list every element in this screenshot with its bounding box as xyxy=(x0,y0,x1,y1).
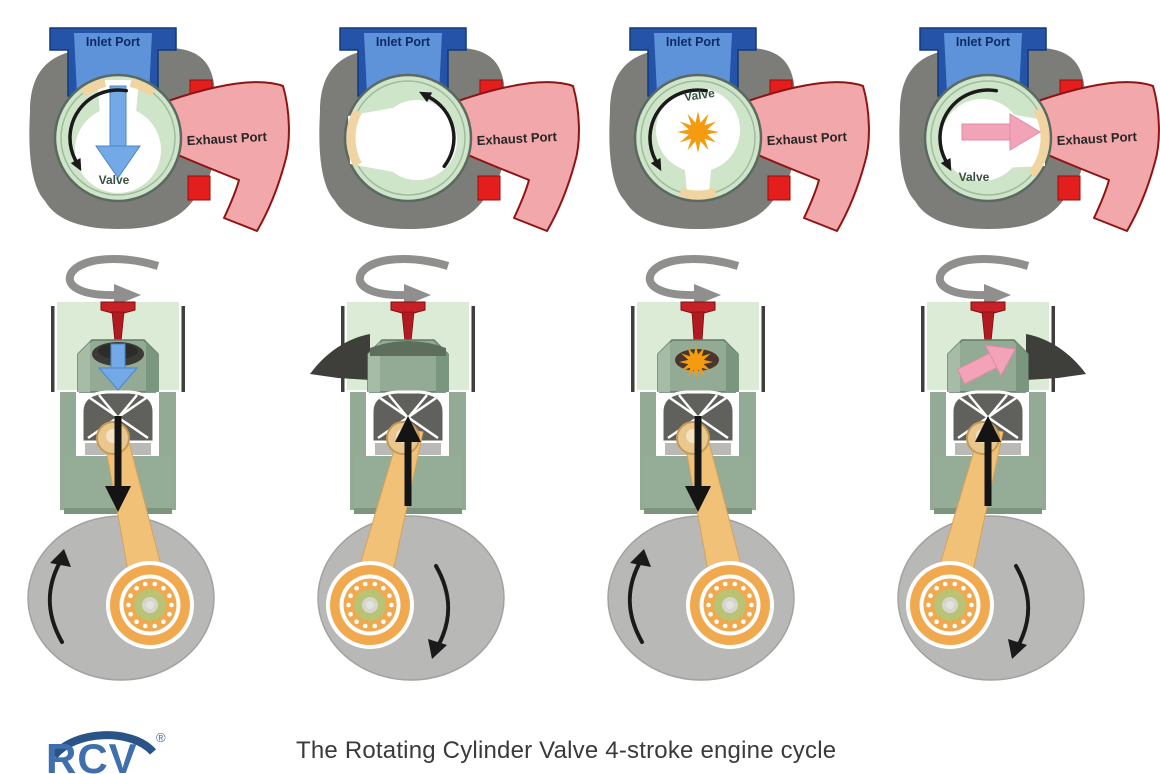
valve-head-diagram-power: Exhaust Port Inlet Port Valve xyxy=(609,27,870,232)
intake-flow-arrow-icon xyxy=(95,85,141,179)
valve-rotation-arrow-icon xyxy=(938,88,999,163)
exhaust-port-label: Exhaust Port xyxy=(186,129,268,148)
big-end-bearing xyxy=(906,561,994,649)
valve-rotation-arrow-icon xyxy=(356,255,450,306)
big-end-bearing xyxy=(106,561,194,649)
panel-intake: Exhaust Port Inlet Port Valve xyxy=(0,0,290,726)
exhaust-port-label: Exhaust Port xyxy=(476,129,558,148)
crank-rotation-arrow-icon xyxy=(627,549,651,644)
caption: The Rotating Cylinder Valve 4-stroke eng… xyxy=(296,737,837,764)
valve-rotation-arrow-icon xyxy=(427,95,456,169)
exhaust-port-label: Exhaust Port xyxy=(766,129,848,148)
big-end-bearing xyxy=(686,561,774,649)
piston-diagram-exhaust xyxy=(897,255,1086,681)
piston-motion-arrow-icon xyxy=(395,416,421,506)
inlet-port-label: Inlet Port xyxy=(956,35,1011,49)
exhaust-flange xyxy=(1057,175,1081,201)
piston-diagram-intake xyxy=(27,255,215,681)
carburettor-stem xyxy=(100,301,136,343)
panel-exhaust: Exhaust Port Inlet Port Valve xyxy=(870,0,1160,726)
inlet-port-label: Inlet Port xyxy=(86,35,141,49)
exhaust-flange xyxy=(477,175,501,201)
closed-port-duct xyxy=(310,334,370,380)
valve-seal xyxy=(346,109,362,167)
valve-label: Valve xyxy=(99,173,130,187)
registered-mark: ® xyxy=(156,730,166,745)
rotating-valve xyxy=(343,73,473,203)
valve-rotation-arrow-icon xyxy=(936,255,1030,306)
crank-rotation-arrow-icon xyxy=(428,564,451,659)
exhaust-duct xyxy=(457,81,580,232)
exhaust-flange xyxy=(187,175,211,201)
combustion-starburst-icon xyxy=(677,111,719,153)
open-exhaust-duct xyxy=(1026,334,1086,380)
piston-motion-arrow-icon xyxy=(105,416,131,512)
valve-seal xyxy=(1028,107,1050,178)
valve-rotation-arrow-icon xyxy=(646,255,740,306)
rotating-valve: Valve xyxy=(923,73,1053,203)
inlet-port-label: Inlet Port xyxy=(666,35,721,49)
valve-rotation-arrow-icon xyxy=(66,255,160,306)
logo-text: RCV xyxy=(46,735,138,774)
valve-seal xyxy=(129,78,156,97)
panel-power: Exhaust Port Inlet Port Valve xyxy=(580,0,870,726)
valve-head-diagram-exhaust: Exhaust Port Inlet Port Valve xyxy=(899,27,1160,232)
exhaust-duct xyxy=(747,81,870,232)
rotating-cylinder-valve xyxy=(77,339,159,393)
combustion-starburst-icon xyxy=(679,345,713,379)
valve-head-diagram-intake: Exhaust Port Inlet Port Valve xyxy=(29,27,290,232)
exhaust-flow-arrow-icon xyxy=(956,344,1017,385)
exhaust-port: Exhaust Port xyxy=(747,79,870,232)
big-end-bearing xyxy=(326,561,414,649)
valve-label: Valve xyxy=(959,170,990,184)
valve-head-diagram-compression: Exhaust Port Inlet Port xyxy=(319,27,580,232)
valve-rotation-arrow-icon xyxy=(68,88,129,163)
rotating-valve: Valve xyxy=(53,73,183,203)
rotating-cylinder-valve xyxy=(657,339,739,393)
exhaust-port: Exhaust Port xyxy=(457,79,580,232)
exhaust-port-label: Exhaust Port xyxy=(1056,129,1138,148)
intake-flow-arrow-icon xyxy=(97,343,139,391)
rotating-cylinder-valve xyxy=(947,339,1029,393)
exhaust-flow-arrow-icon xyxy=(961,113,1041,151)
valve-seal xyxy=(679,187,717,200)
wrist-pin xyxy=(676,421,710,455)
rcv-logo: RCV ® xyxy=(46,730,166,774)
inlet-port-label: Inlet Port xyxy=(376,35,431,49)
valve-rotation-arrow-icon xyxy=(648,88,709,163)
logo-arc xyxy=(50,731,157,759)
exhaust-port: Exhaust Port xyxy=(1037,79,1160,232)
crank-rotation-arrow-icon xyxy=(1008,564,1031,659)
valve-label: Valve xyxy=(683,86,716,104)
valve-seal xyxy=(80,78,107,97)
exhaust-port: Exhaust Port xyxy=(167,79,290,232)
exhaust-duct xyxy=(1037,81,1160,232)
carburettor-stem xyxy=(970,301,1006,343)
piston-diagram-compression xyxy=(310,255,505,681)
wrist-pin xyxy=(96,421,130,455)
panel-compression: Exhaust Port Inlet Port xyxy=(290,0,580,726)
piston-crown xyxy=(370,341,446,356)
piston-diagram-power xyxy=(607,255,795,681)
exhaust-duct xyxy=(167,81,290,232)
exhaust-flange xyxy=(767,175,791,201)
rotating-valve: Valve xyxy=(633,73,763,203)
piston-motion-arrow-icon xyxy=(685,416,711,512)
piston-motion-arrow-icon xyxy=(975,416,1001,506)
rotating-cylinder-valve xyxy=(367,339,449,393)
crank-rotation-arrow-icon xyxy=(47,549,71,644)
